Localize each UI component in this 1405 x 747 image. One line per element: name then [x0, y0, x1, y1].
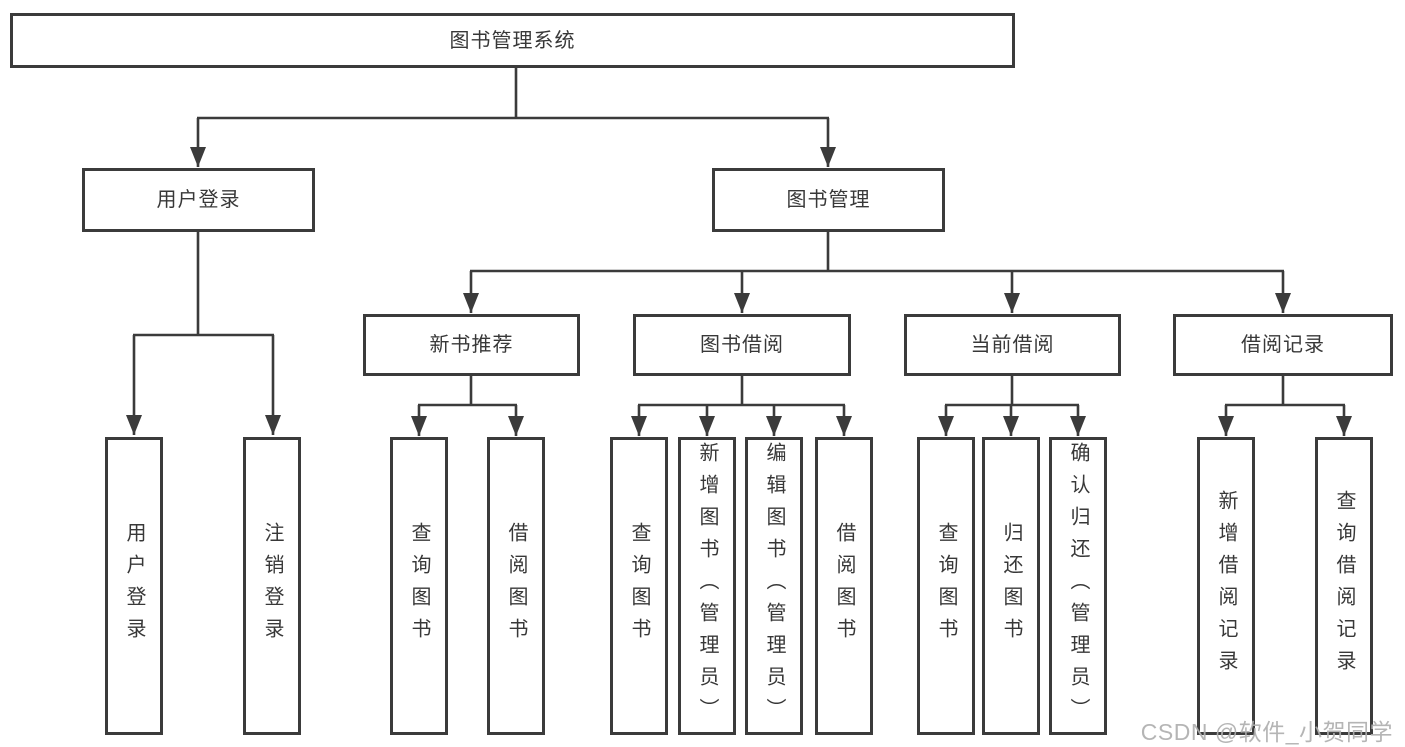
leaf-logout: 注销登录: [243, 437, 301, 735]
node-book-management: 图书管理: [712, 168, 945, 232]
leaf-confirm-return-admin: 确认归还（管理员）: [1049, 437, 1107, 735]
node-new-book-recommend: 新书推荐: [363, 314, 580, 376]
leaf-query-books-borrowing: 查询图书: [610, 437, 668, 735]
node-book-management-system: 图书管理系统: [10, 13, 1015, 68]
node-borrowing-records: 借阅记录: [1173, 314, 1393, 376]
node-current-borrowing: 当前借阅: [904, 314, 1121, 376]
node-book-borrowing: 图书借阅: [633, 314, 851, 376]
node-user-login: 用户登录: [82, 168, 315, 232]
leaf-return-books: 归还图书: [982, 437, 1040, 735]
leaf-add-book-admin: 新增图书（管理员）: [678, 437, 736, 735]
leaf-borrow-books-borrowing: 借阅图书: [815, 437, 873, 735]
leaf-borrow-books-recommend: 借阅图书: [487, 437, 545, 735]
leaf-edit-book-admin: 编辑图书（管理员）: [745, 437, 803, 735]
leaf-query-books-current: 查询图书: [917, 437, 975, 735]
watermark-text: CSDN @软件_小贺同学: [1140, 719, 1393, 745]
leaf-add-borrow-record: 新增借阅记录: [1197, 437, 1255, 735]
leaf-user-login: 用户登录: [105, 437, 163, 735]
leaf-query-borrow-record: 查询借阅记录: [1315, 437, 1373, 735]
leaf-query-books-recommend: 查询图书: [390, 437, 448, 735]
